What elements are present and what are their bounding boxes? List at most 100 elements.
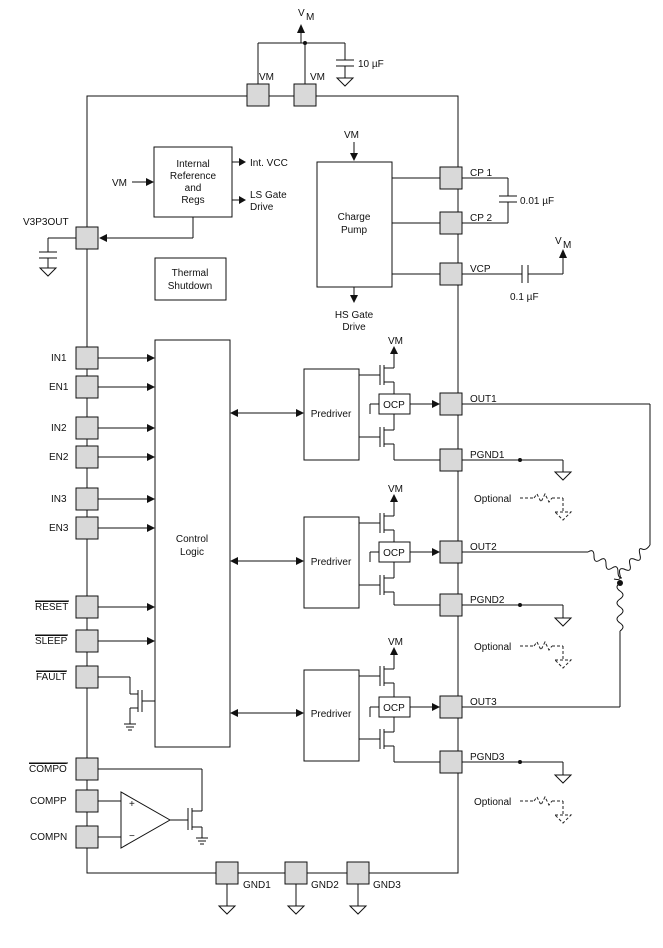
control-logic-block	[154, 339, 231, 748]
comparator-plus: +	[129, 799, 135, 810]
pin-cp1-label: CP 1	[470, 168, 492, 179]
pin-gnd3	[346, 861, 370, 885]
pin-in3-label: IN3	[51, 494, 67, 505]
vm-supply-subscript: M	[306, 12, 314, 23]
capacitor-10uf	[336, 59, 354, 67]
arrow-right-icon	[146, 178, 154, 186]
arrow-right-icon	[147, 524, 155, 532]
comparator: + −	[98, 768, 208, 849]
pin-in3	[75, 487, 99, 511]
ground-icon	[286, 905, 306, 915]
predriver-3-label: Predriver	[311, 709, 352, 720]
pin-in1-label: IN1	[51, 353, 67, 364]
pin-reset	[75, 595, 99, 619]
pin-compp-label: COMPP	[30, 796, 67, 807]
arrow-left-icon	[230, 709, 238, 717]
arrow-left-icon	[230, 409, 238, 417]
arrow-right-icon	[147, 424, 155, 432]
arrow-right-icon	[239, 196, 246, 204]
arrow-right-icon	[432, 548, 440, 556]
predriver-2-label: Predriver	[311, 557, 352, 568]
optional-1-label: Optional	[474, 494, 511, 505]
ocp-1-label: OCP	[383, 400, 405, 411]
internal-ref-line1: Internal	[176, 159, 209, 170]
ls-gate-line1: LS Gate	[250, 190, 287, 201]
pin-out2	[439, 540, 463, 564]
pin-gnd1-label: GND1	[243, 880, 271, 891]
pin-compp	[75, 789, 99, 813]
pin-out3	[439, 695, 463, 719]
pin-in2-label: IN2	[51, 423, 67, 434]
left-input-pins: IN1 EN1 IN2 EN2 IN3 EN3 RESET SLEEP	[35, 346, 155, 689]
arrow-right-icon	[147, 383, 155, 391]
ground-icon	[553, 471, 573, 481]
pin-fault	[75, 665, 99, 689]
ocp-3-label: OCP	[383, 703, 405, 714]
pin-en2-label: EN2	[49, 452, 69, 463]
pin-en1-label: EN1	[49, 382, 69, 393]
pin-compn-label: COMPN	[30, 832, 67, 843]
predriver-1	[303, 368, 360, 461]
pin-out1	[439, 392, 463, 416]
pin-compo	[75, 757, 99, 781]
arrow-up-icon	[559, 249, 567, 258]
vm-supply-top: V M 10 µF	[257, 8, 384, 87]
pin-vm-2	[293, 83, 317, 107]
pin-vm-2-label: VM	[310, 72, 325, 83]
charge-pump-block	[316, 161, 393, 288]
ground-icon	[335, 77, 355, 87]
thermal-line1: Thermal	[172, 268, 209, 279]
optional-3-label: Optional	[474, 797, 511, 808]
pin-pgnd2	[439, 593, 463, 617]
pin-compn	[75, 825, 99, 849]
arrow-right-icon	[147, 453, 155, 461]
charge-pump-vm-label: VM	[344, 130, 359, 141]
pin-pgnd3-label: PGND3	[470, 752, 505, 763]
internal-ref-line4: Regs	[181, 195, 204, 206]
arrow-right-icon	[432, 400, 440, 408]
comparator-minus: −	[129, 831, 135, 842]
internal-reference-block	[153, 146, 233, 218]
pin-vcp-label: VCP	[470, 264, 491, 275]
ground-icon	[217, 905, 237, 915]
pin-reset-label: RESET	[35, 602, 68, 613]
fet-1-vm-label: VM	[388, 336, 403, 347]
capacitor-v3p3out	[39, 251, 57, 259]
arrow-down-icon	[350, 153, 358, 161]
pin-en3	[75, 516, 99, 540]
pin-in2	[75, 416, 99, 440]
pin-sleep-label: SLEEP	[35, 636, 68, 647]
motor-windings	[462, 403, 651, 708]
pin-cp1	[439, 166, 463, 190]
ground-icon	[348, 905, 368, 915]
pin-out2-label: OUT2	[470, 542, 497, 553]
charge-pump-line1: Charge	[338, 212, 371, 223]
pin-out3-label: OUT3	[470, 697, 497, 708]
fet-2-vm-label: VM	[388, 484, 403, 495]
capacitor-0-01uf	[499, 195, 517, 203]
half-bridge-3: Predriver OCP VM	[230, 637, 440, 763]
arrow-right-icon	[147, 637, 155, 645]
fault-open-drain-fet	[98, 676, 155, 731]
internal-ref-line2: Reference	[170, 171, 217, 182]
pin-en2	[75, 445, 99, 469]
cap-0-01uf-label: 0.01 µF	[520, 196, 554, 207]
pin-fault-label: FAULT	[36, 672, 66, 683]
ls-gate-line2: Drive	[250, 202, 274, 213]
control-logic-line1: Control	[176, 534, 208, 545]
arrow-left-icon	[230, 557, 238, 565]
capacitor-0-1uf	[521, 265, 529, 283]
pin-en3-label: EN3	[49, 523, 69, 534]
predriver-1-label: Predriver	[311, 409, 352, 420]
cap-0-1uf-label: 0.1 µF	[510, 292, 539, 303]
optional-2-label: Optional	[474, 642, 511, 653]
vm-right-subscript: M	[563, 240, 571, 251]
pin-vcp	[439, 262, 463, 286]
pin-pgnd2-label: PGND2	[470, 595, 505, 606]
pin-vm-1	[246, 83, 270, 107]
arrow-right-icon	[239, 158, 246, 166]
arrow-right-icon	[296, 557, 304, 565]
optional-resistor-3	[520, 795, 573, 824]
pin-pgnd1	[439, 448, 463, 472]
